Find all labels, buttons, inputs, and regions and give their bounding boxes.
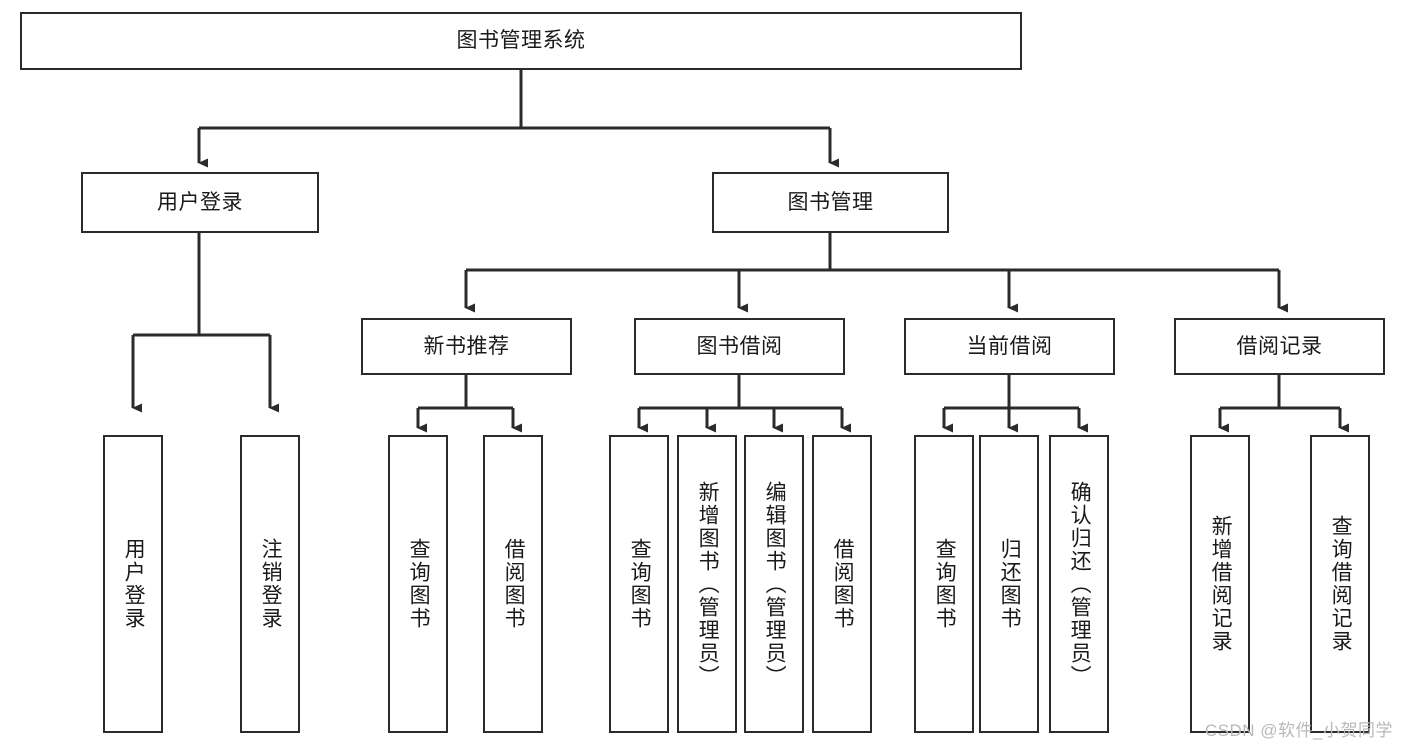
leaf-book-borrow-borrow[interactable]: 借阅图书 [812, 435, 872, 733]
node-root-label: 图书管理系统 [456, 29, 586, 53]
leaf-current-borrow-query[interactable]: 查询图书 [914, 435, 974, 733]
leaf-user-login-login[interactable]: 用户登录 [103, 435, 163, 733]
leaf-book-borrow-borrow-label: 借阅图书 [831, 538, 855, 630]
leaf-new-book-borrow[interactable]: 借阅图书 [483, 435, 543, 733]
watermark: CSDN @软件_小贺同学 [1204, 721, 1393, 740]
leaf-user-login-logout-label: 注销登录 [259, 538, 283, 630]
leaf-book-borrow-add[interactable]: 新增图书（管理员） [677, 435, 737, 733]
node-current-borrow[interactable]: 当前借阅 [904, 318, 1115, 375]
leaf-current-borrow-query-label: 查询图书 [933, 538, 957, 630]
leaf-borrow-record-query-label: 查询借阅记录 [1329, 515, 1353, 653]
node-book-management-label: 图书管理 [787, 190, 874, 214]
leaf-book-borrow-query-label: 查询图书 [628, 538, 652, 630]
leaf-borrow-record-add-label: 新增借阅记录 [1209, 515, 1233, 653]
node-root[interactable]: 图书管理系统 [20, 12, 1022, 70]
leaf-new-book-query-label: 查询图书 [407, 538, 431, 630]
node-user-login[interactable]: 用户登录 [81, 172, 319, 233]
leaf-current-borrow-confirm-label: 确认归还（管理员） [1068, 480, 1092, 688]
node-borrow-record[interactable]: 借阅记录 [1174, 318, 1385, 375]
leaf-user-login-login-label: 用户登录 [122, 538, 146, 630]
leaf-borrow-record-add[interactable]: 新增借阅记录 [1190, 435, 1250, 733]
node-user-login-label: 用户登录 [157, 190, 243, 214]
node-new-book-recommend[interactable]: 新书推荐 [361, 318, 572, 375]
leaf-current-borrow-return[interactable]: 归还图书 [979, 435, 1039, 733]
node-book-borrow-label: 图书借阅 [696, 334, 783, 358]
node-borrow-record-label: 借阅记录 [1236, 334, 1323, 358]
node-new-book-recommend-label: 新书推荐 [423, 334, 510, 358]
leaf-current-borrow-confirm[interactable]: 确认归还（管理员） [1049, 435, 1109, 733]
leaf-borrow-record-query[interactable]: 查询借阅记录 [1310, 435, 1370, 733]
leaf-user-login-logout[interactable]: 注销登录 [240, 435, 300, 733]
leaf-new-book-query[interactable]: 查询图书 [388, 435, 448, 733]
leaf-current-borrow-return-label: 归还图书 [998, 538, 1022, 630]
node-current-borrow-label: 当前借阅 [966, 334, 1053, 358]
leaf-book-borrow-add-label: 新增图书（管理员） [696, 480, 720, 688]
leaf-book-borrow-query[interactable]: 查询图书 [609, 435, 669, 733]
node-book-management[interactable]: 图书管理 [712, 172, 949, 233]
leaf-new-book-borrow-label: 借阅图书 [502, 538, 526, 630]
leaf-book-borrow-edit[interactable]: 编辑图书（管理员） [744, 435, 804, 733]
leaf-book-borrow-edit-label: 编辑图书（管理员） [763, 480, 787, 688]
node-book-borrow[interactable]: 图书借阅 [634, 318, 845, 375]
